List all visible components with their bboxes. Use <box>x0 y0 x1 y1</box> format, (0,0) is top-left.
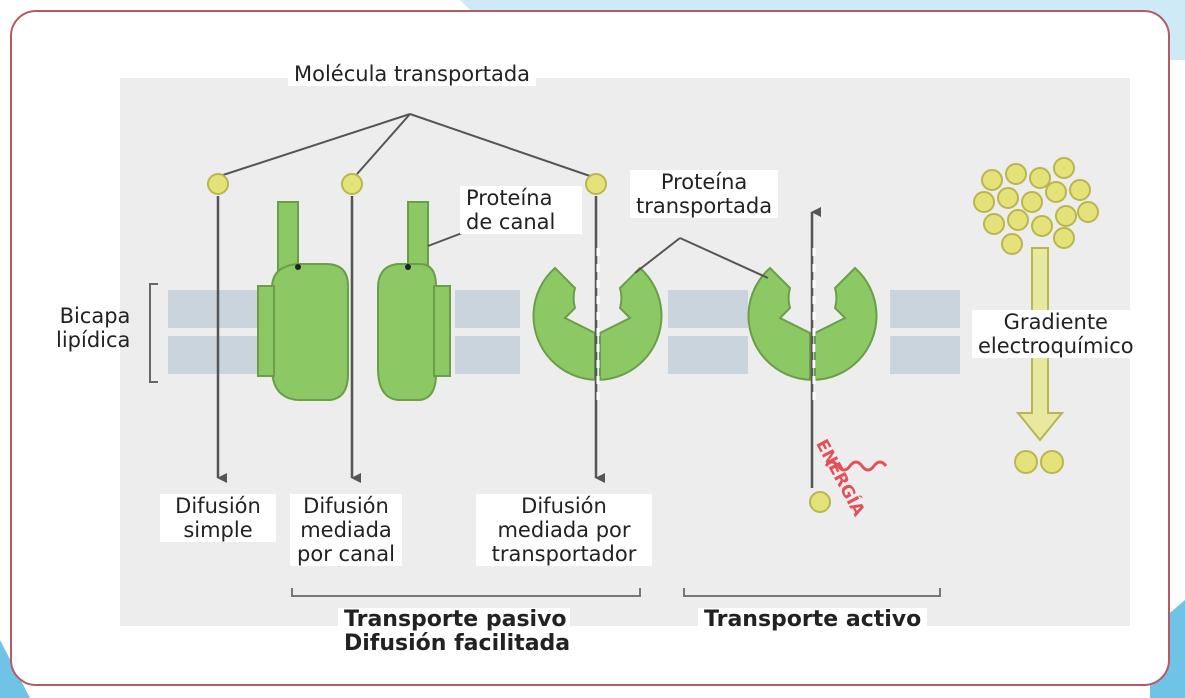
flow-arrows <box>216 196 821 488</box>
label-proteina-canal-line2: de canal <box>466 210 556 234</box>
label-difusion-canal: Difusión mediada por canal <box>290 494 402 566</box>
label-bicapa-line2: lipídica <box>56 328 131 352</box>
label-gradiente: Gradiente electroquímico <box>972 310 1140 358</box>
molecules <box>207 173 831 513</box>
label-difusion-transportador-line3: transportador <box>491 542 637 566</box>
molecule-channel <box>341 173 363 195</box>
molecule-carrier <box>585 173 607 195</box>
label-bicapa-lipidica: Bicapa lipídica <box>50 304 136 352</box>
label-bicapa-line1: Bicapa <box>59 304 131 328</box>
lipid-bilayer <box>168 290 960 374</box>
molecule-pointer-lines <box>219 113 591 177</box>
label-gradiente-line1: Gradiente <box>1003 310 1108 334</box>
group-brackets <box>291 588 941 597</box>
label-proteina-canal: Proteína de canal <box>460 186 582 234</box>
label-gradiente-line2: electroquímico <box>978 334 1134 358</box>
energy-squiggle <box>824 460 888 472</box>
label-difusion-transportador: Difusión mediada por transportador <box>476 494 652 566</box>
dashed-paths <box>596 248 816 408</box>
channel-protein-hinges <box>295 264 411 270</box>
channel-protein <box>257 201 451 401</box>
diagram-stage: Molécula transportada Proteína de canal … <box>56 62 1140 656</box>
label-proteina-transportada-line1: Proteína <box>660 170 748 194</box>
label-difusion-transportador-line1: Difusión <box>521 494 607 518</box>
label-transporte-pasivo-line1: Transporte pasivo <box>344 607 567 632</box>
label-molecula-transportada: Molécula transportada <box>288 62 537 86</box>
label-difusion-transportador-line2: mediada por <box>497 518 631 542</box>
label-difusion-facilitada: Difusión facilitada <box>344 631 571 656</box>
label-difusion-simple-line2: simple <box>183 518 253 542</box>
label-transporte-pasivo: Transporte pasivo Difusión facilitada <box>338 608 570 656</box>
label-transporte-activo: Transporte activo <box>698 608 928 632</box>
label-difusion-canal-line2: mediada <box>300 518 392 542</box>
label-difusion-simple-line1: Difusión <box>175 494 261 518</box>
molecule-simple <box>207 173 229 195</box>
label-difusion-simple: Difusión simple <box>160 494 276 542</box>
gradient-cluster <box>973 157 1099 474</box>
label-difusion-canal-line3: por canal <box>297 542 395 566</box>
label-proteina-canal-line1: Proteína <box>466 186 553 210</box>
molecule-active <box>809 491 831 513</box>
label-difusion-canal-line1: Difusión <box>303 494 389 518</box>
membrane-transport-diagram <box>149 113 1099 597</box>
label-proteina-transportada-line2: transportada <box>636 194 773 218</box>
carrier-protein-passive <box>532 266 663 381</box>
protein-pointer-lines <box>634 237 769 279</box>
bilayer-bracket <box>149 283 158 383</box>
label-proteina-transportada: Proteína transportada <box>630 170 779 218</box>
